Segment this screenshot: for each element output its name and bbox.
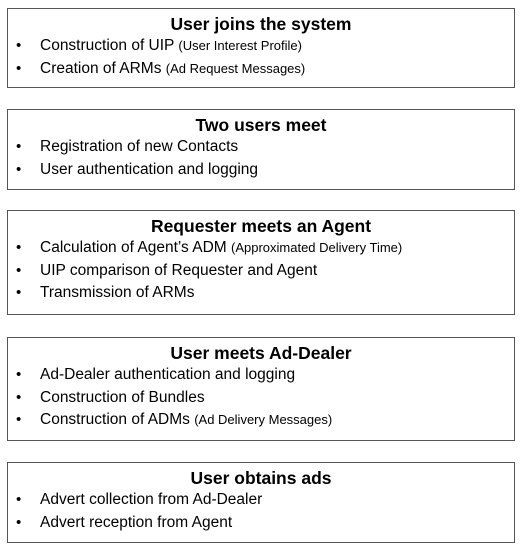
item-note: (Ad Delivery Messages): [194, 412, 333, 427]
item-text: UIP comparison of Requester and Agent: [40, 261, 318, 279]
bullet-icon: •: [16, 59, 22, 77]
stage-item-list: • Advert collection from Ad-Dealer • Adver…: [14, 489, 508, 534]
bullet-icon: •: [16, 366, 22, 383]
item-text: Construction of ADMs: [40, 411, 195, 428]
stage-item: • Advert collection from Ad-Dealer: [14, 489, 508, 512]
bullet-icon: •: [16, 388, 22, 406]
stage-title: User meets Ad-Dealer: [170, 343, 352, 363]
item-text: Calculation of Agent’s ADM: [40, 239, 231, 256]
bullet-icon: •: [16, 160, 22, 178]
item-text: Ad-Dealer authentication and logging: [40, 366, 296, 383]
item-text: Construction of UIP: [40, 37, 179, 54]
item-text: Creation of ARMs: [40, 59, 166, 77]
stage-box-user-meets-ad-dealer: User meets Ad-Dealer • Ad-Dealer authenti…: [7, 337, 515, 441]
bullet-icon: •: [16, 284, 22, 301]
stage-item: • User authentication and logging: [14, 159, 508, 182]
bullet-icon: •: [16, 138, 22, 155]
stage-title: Requester meets an Agent: [150, 216, 372, 236]
stage-item: • Advert reception from Agent: [14, 512, 508, 535]
bullet-icon: •: [16, 37, 22, 54]
stage-item-list: • Construction of UIP (User Interest Prof…: [14, 35, 508, 80]
stage-box-requester-meets-agent: Requester meets an Agent • Calculation of…: [7, 210, 515, 315]
bullet-icon: •: [16, 513, 22, 531]
item-text: User authentication and logging: [40, 160, 259, 178]
stage-item-list: • Calculation of Agent’s ADM (Approximate…: [14, 237, 508, 305]
item-text: Advert reception from Agent: [40, 513, 233, 531]
stage-item: • Construction of UIP (User Interest Prof…: [14, 35, 508, 58]
bullet-icon: •: [16, 491, 22, 508]
stage-item: • Construction of ADMs (Ad Delivery Messa…: [14, 409, 508, 432]
stage-title: Two users meet: [195, 115, 327, 135]
stage-item: • Calculation of Agent’s ADM (Approximate…: [14, 237, 508, 260]
stage-title: User joins the system: [170, 14, 352, 34]
stage-item: • Creation of ARMs (Ad Request Messages): [14, 58, 508, 81]
item-note: (User Interest Profile): [178, 38, 302, 53]
item-note: (Approximated Delivery Time): [231, 240, 403, 255]
stage-item: • Construction of Bundles: [14, 387, 508, 410]
stage-item: • Ad-Dealer authentication and logging: [14, 364, 508, 387]
stage-box-user-joins: User joins the system • Construction of U…: [7, 8, 515, 88]
stage-box-user-obtains-ads: User obtains ads • Advert collection from…: [7, 462, 515, 543]
stage-title: User obtains ads: [190, 468, 332, 488]
item-text: Transmission of ARMs: [40, 284, 195, 301]
stage-box-two-users-meet: Two users meet • Registration of new Cont…: [7, 109, 515, 190]
stage-item: • Registration of new Contacts: [14, 136, 508, 159]
bullet-icon: •: [16, 239, 22, 256]
stage-item: • Transmission of ARMs: [14, 282, 508, 305]
item-text: Construction of Bundles: [40, 388, 205, 406]
stage-item: • UIP comparison of Requester and Agent: [14, 260, 508, 283]
bullet-icon: •: [16, 261, 22, 279]
item-note: (Ad Request Messages): [165, 60, 306, 76]
bullet-icon: •: [16, 411, 22, 428]
item-text: Registration of new Contacts: [40, 138, 239, 155]
stage-item-list: • Registration of new Contacts • User auth…: [14, 136, 508, 181]
stage-item-list: • Ad-Dealer authentication and logging • C…: [14, 364, 508, 432]
item-text: Advert collection from Ad-Dealer: [40, 491, 263, 508]
